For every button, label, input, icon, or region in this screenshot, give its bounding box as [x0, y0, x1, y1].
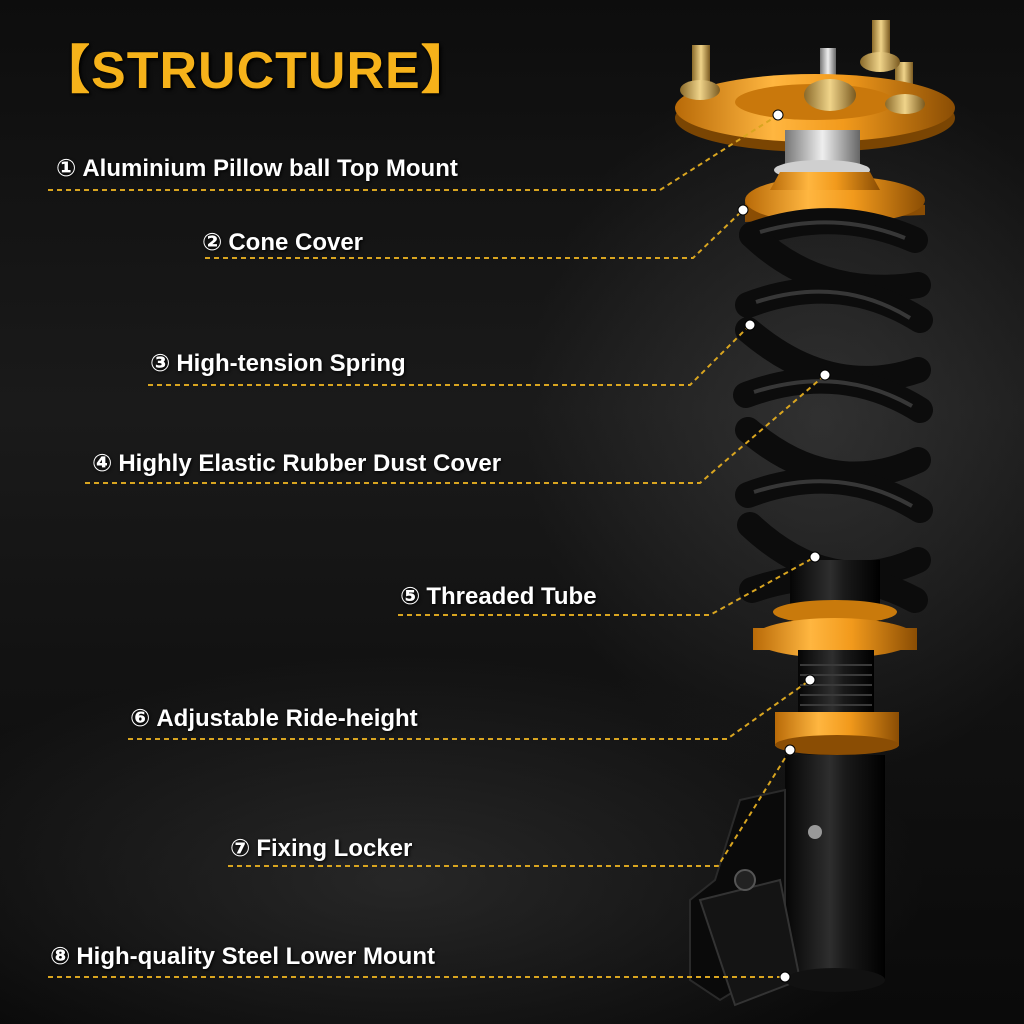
callout-dot-6 [804, 674, 816, 686]
callout-dot-5 [809, 551, 821, 563]
label-text: Cone Cover [228, 229, 364, 256]
title-bracket-open: 【 [38, 42, 92, 100]
label-text: Highly Elastic Rubber Dust Cover [118, 450, 502, 477]
threaded-tube [753, 560, 917, 755]
label-number: ⑦ [230, 835, 251, 862]
callout-dot-2 [737, 204, 749, 216]
label-text: Threaded Tube [426, 583, 597, 610]
leader-line-3 [148, 324, 751, 386]
label-text: Adjustable Ride-height [156, 705, 418, 732]
title-bracket-close: 】 [420, 42, 474, 100]
title-text: STRUCTURE [91, 42, 421, 100]
label-text: Fixing Locker [256, 835, 413, 862]
label-number: ④ [92, 450, 113, 477]
leader-line-4 [85, 374, 826, 484]
label-text: High-quality Steel Lower Mount [76, 943, 435, 970]
lower-mount [689, 755, 885, 1007]
leader-line-1 [48, 114, 779, 191]
label-number: ⑥ [130, 705, 151, 732]
label-text: High-tension Spring [176, 350, 406, 377]
label-number: ① [56, 155, 77, 182]
callout-dot-8 [779, 971, 791, 983]
label-number: ② [202, 229, 223, 256]
label-number: ③ [150, 350, 171, 377]
callout-dot-1 [772, 109, 784, 121]
leader-line-6 [128, 679, 811, 740]
leader-line-7 [228, 749, 791, 867]
callout-dot-3 [744, 319, 756, 331]
callout-dot-4 [819, 369, 831, 381]
callout-dot-7 [784, 744, 796, 756]
leader-line-2 [205, 209, 744, 259]
label-number: ⑤ [400, 583, 421, 610]
label-text: Aluminium Pillow ball Top Mount [82, 155, 458, 182]
page-title: 【STRUCTURE】 [38, 28, 474, 103]
leader-line-5 [398, 556, 816, 616]
label-number: ⑧ [50, 943, 71, 970]
